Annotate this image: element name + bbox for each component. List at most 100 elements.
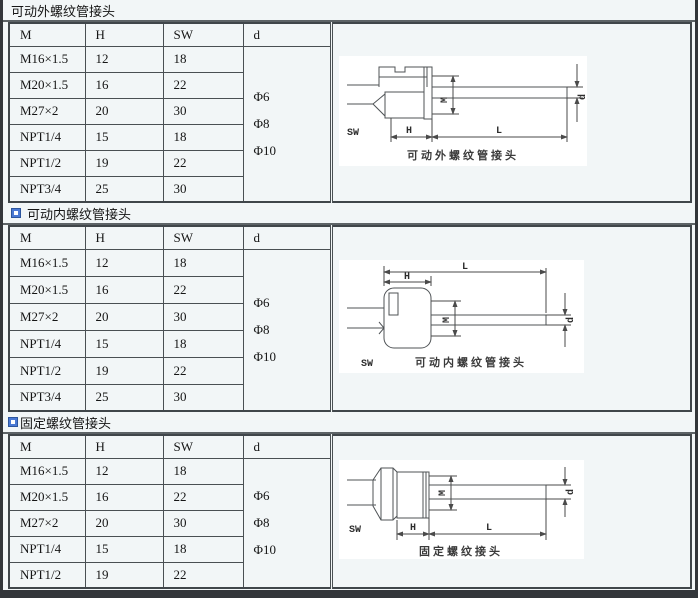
diagram-caption: 固定螺纹接头 (419, 544, 503, 558)
table-cell: NPT1/2 (8, 149, 86, 177)
d-value: Φ10 (253, 349, 277, 365)
table-cell: M27×2 (8, 97, 86, 125)
diagram-cell: L H M d SW 可动内螺纹管接头 (329, 225, 692, 412)
dim-label-d: d (565, 317, 577, 323)
diagram-cell: SW H L M d 固定螺纹接头 (329, 434, 692, 589)
table-cell: 16 (84, 275, 164, 304)
table-cell: 19 (84, 149, 164, 177)
table-cell: 30 (162, 175, 244, 203)
dim-label-h: H (403, 272, 409, 283)
diagram-image: SW H L M d 固定螺纹接头 (338, 460, 584, 559)
section-fixed-thread: 固定螺纹管接头 M H SW d (3, 412, 695, 589)
table-cell: 22 (162, 149, 244, 177)
blue-bullet-icon (11, 208, 21, 218)
section-title-text: 可动外螺纹管接头 (11, 3, 116, 19)
table-cell: 30 (162, 302, 244, 331)
diagram-caption: 可动内螺纹管接头 (415, 355, 527, 369)
table-cell: M27×2 (8, 302, 86, 331)
col-header-m: M (8, 434, 86, 459)
dim-label-d: d (565, 489, 577, 495)
table-cell: 18 (162, 329, 244, 358)
col-header-d: d (242, 434, 332, 459)
table-cell: 16 (84, 71, 164, 99)
d-value: Φ6 (253, 89, 270, 105)
table-cell: M27×2 (8, 509, 86, 537)
table-cell: NPT1/4 (8, 123, 86, 151)
table-cell: 30 (162, 509, 244, 537)
table-cell: 19 (84, 356, 164, 385)
d-value: Φ10 (253, 542, 277, 558)
table-cell: NPT1/4 (8, 535, 86, 563)
table-cell: M20×1.5 (8, 483, 86, 511)
table-cell: NPT3/4 (8, 383, 86, 412)
table-cell: NPT3/4 (8, 175, 86, 203)
col-header-h: H (84, 22, 164, 47)
diagram-caption: 可动外螺纹管接头 (407, 148, 519, 162)
table-cell: 22 (162, 561, 244, 589)
header-row: M H SW d (8, 22, 692, 203)
table-cell: 18 (162, 535, 244, 563)
table-cell: NPT1/2 (8, 356, 86, 385)
section-movable-internal: 可动内螺纹管接头 M H SW d (3, 203, 695, 412)
section-movable-external: 可动外螺纹管接头 M H SW d (3, 0, 695, 203)
table-cell: M20×1.5 (8, 71, 86, 99)
table-cell: 30 (162, 97, 244, 125)
d-value: Φ8 (253, 515, 270, 531)
technical-drawing-internal-thread: L H M d SW 可动内螺纹管接头 (346, 262, 577, 370)
dim-label-l: L (495, 126, 501, 137)
table-cell: 22 (162, 275, 244, 304)
table-cell: M16×1.5 (8, 248, 86, 277)
col-header-h: H (84, 225, 164, 250)
dim-label-h: H (409, 523, 415, 534)
dim-label-m: M (438, 490, 449, 496)
table-cell: 18 (162, 123, 244, 151)
dim-label-d: d (577, 93, 587, 99)
col-header-d: d (242, 225, 332, 250)
table-cell: M16×1.5 (8, 45, 86, 73)
section-title: 固定螺纹管接头 (3, 412, 695, 434)
table-cell: 20 (84, 509, 164, 537)
table-cell: 20 (84, 97, 164, 125)
table-cell: NPT1/2 (8, 561, 86, 589)
section-title-text: 固定螺纹管接头 (20, 415, 112, 431)
diagram-cell: SW H L M d 可动外螺纹管接头 (329, 22, 692, 203)
table-cell: 20 (84, 302, 164, 331)
dim-label-sw: SW (347, 128, 359, 139)
table-cell: NPT1/4 (8, 329, 86, 358)
dim-label-l: L (461, 262, 467, 273)
table-cell: 18 (162, 45, 244, 73)
table-cell: 22 (162, 483, 244, 511)
table-cell: M20×1.5 (8, 275, 86, 304)
d-value: Φ8 (253, 322, 270, 338)
dim-label-m: M (440, 96, 451, 102)
section-title-text: 可动内螺纹管接头 (27, 206, 132, 222)
table-cell: 25 (84, 175, 164, 203)
dim-label-l: L (485, 523, 491, 534)
table-cell: 12 (84, 45, 164, 73)
d-value: Φ6 (253, 295, 270, 311)
dim-label-m: M (442, 317, 453, 323)
table-cell: 22 (162, 356, 244, 385)
section-title: 可动内螺纹管接头 (3, 203, 695, 225)
d-value: Φ10 (253, 143, 277, 159)
table-cell: 15 (84, 123, 164, 151)
table-cell: 18 (162, 457, 244, 485)
dim-label-sw: SW (349, 525, 361, 536)
spec-table: M H SW d (8, 22, 692, 203)
